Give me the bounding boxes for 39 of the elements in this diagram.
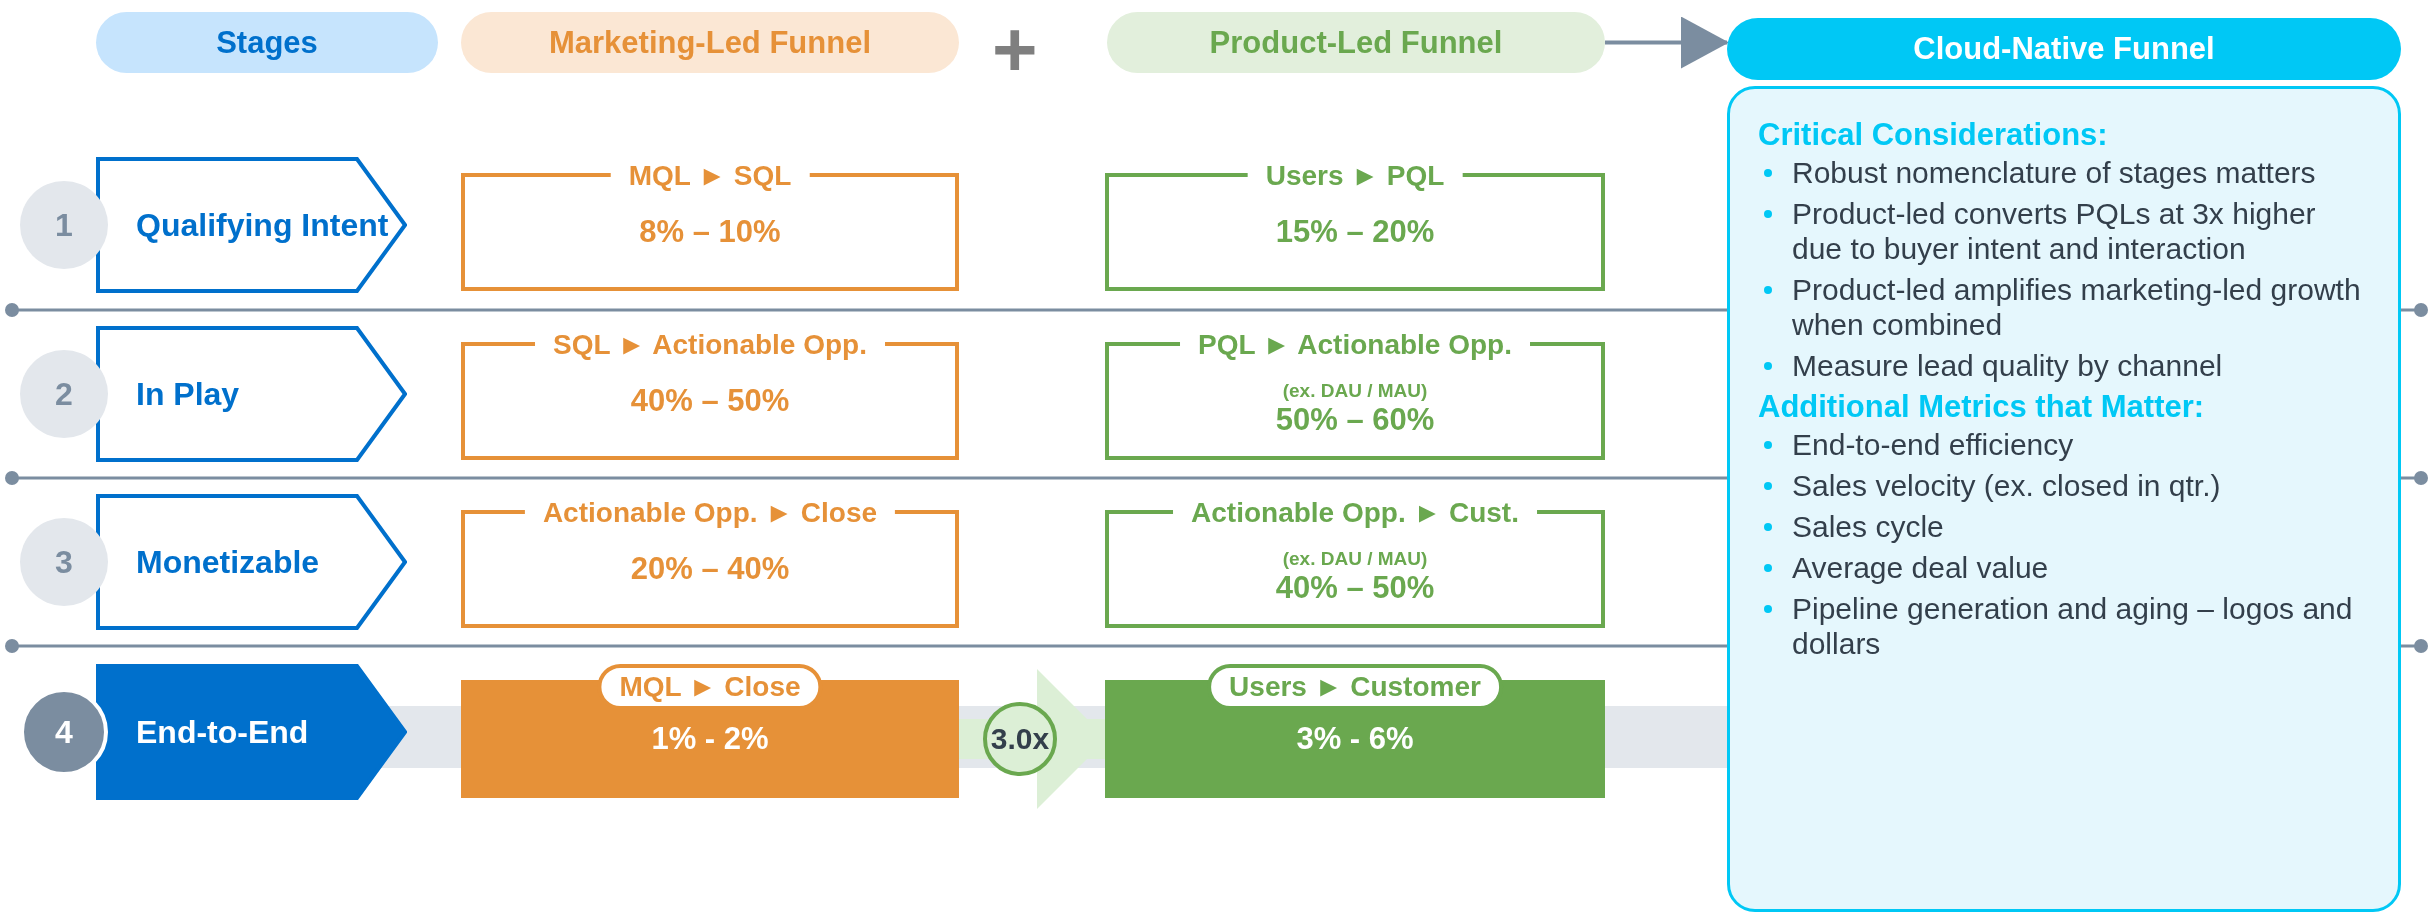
bullet-point: Product-led converts PQLs at 3x higher due to buyer intent and interaction <box>1792 197 2316 265</box>
stage-name: End-to-End <box>135 712 309 752</box>
stage-panel <box>96 494 407 630</box>
step-number: 2 <box>20 350 108 438</box>
bullet-point: Pipeline generation and aging – logos and dollars <box>1792 592 2353 660</box>
column-header: Product-Led Funnel <box>1107 12 1605 73</box>
stage-panel <box>96 664 407 800</box>
metric-note: (ex. DAU / MAU) <box>1282 380 1428 402</box>
stage-name: Qualifying Intent <box>135 205 389 245</box>
stage-name: In Play <box>135 374 240 414</box>
conversion-rate: 40% – 50% <box>630 383 790 419</box>
conversion-rate: 3% - 6% <box>1296 721 1414 757</box>
bullet-point: Robust nomenclature of stages matters <box>1792 156 2316 189</box>
bullet-point: Sales cycle <box>1792 510 1944 543</box>
metric-note: (ex. DAU / MAU) <box>1282 548 1428 570</box>
plus-sign: + <box>992 10 1038 88</box>
conversion-rate: 1% - 2% <box>651 721 769 757</box>
column-header: Stages <box>96 12 438 73</box>
column-header: Marketing-Led Funnel <box>461 12 959 73</box>
conversion-rate: 20% – 40% <box>630 551 790 587</box>
bullet-point: Product-led amplifies marketing-led growth when combined <box>1792 273 2361 341</box>
stage-panel <box>96 326 407 462</box>
stage-panel <box>96 157 407 293</box>
conversion-rate: 50% – 60% <box>1275 402 1435 438</box>
conversion-rate: 40% – 50% <box>1275 570 1435 606</box>
step-number: 3 <box>20 518 108 606</box>
section-heading: Critical Considerations: <box>1758 117 2109 153</box>
stage-name: Monetizable <box>135 542 320 582</box>
bullet-point: Sales velocity (ex. closed in qtr.) <box>1792 469 2221 502</box>
conversion-rate: 15% – 20% <box>1275 214 1435 250</box>
section-heading: Additional Metrics that Matter: <box>1758 389 2206 425</box>
info-panel <box>1727 86 2401 912</box>
bullet-point: End-to-end efficiency <box>1792 428 2074 461</box>
column-header: Cloud-Native Funnel <box>1727 18 2401 80</box>
bullet-point: Measure lead quality by channel <box>1792 349 2223 382</box>
conversion-rate: 8% – 10% <box>639 214 781 250</box>
bullet-point: Average deal value <box>1792 551 2049 584</box>
arrow <box>1605 16 1729 69</box>
step-number: 1 <box>20 181 108 269</box>
